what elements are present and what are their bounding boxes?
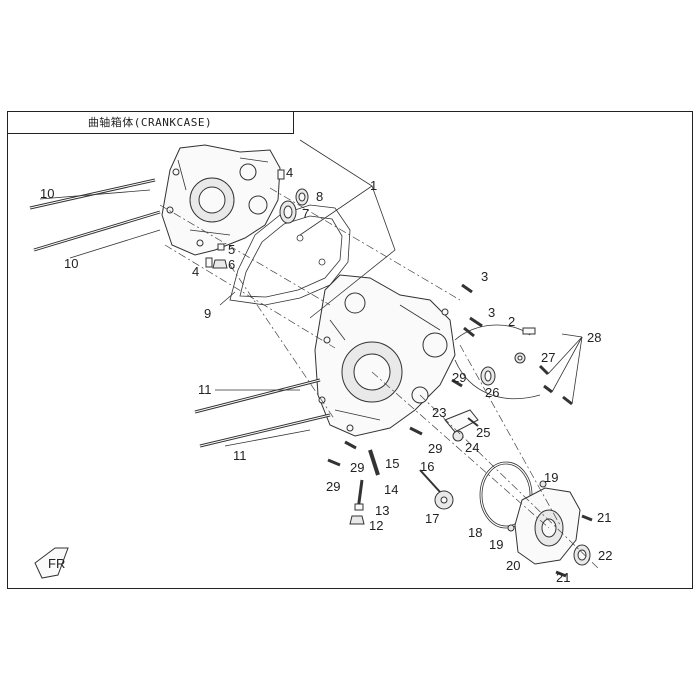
left-crankcase-half <box>161 144 281 256</box>
bearing <box>279 200 297 224</box>
callout-19a: 19 <box>544 470 558 485</box>
callout-27: 27 <box>541 350 555 365</box>
callout-14: 14 <box>384 482 398 497</box>
callout-21a: 21 <box>597 510 611 525</box>
cover-bolts <box>538 364 573 406</box>
callout-16: 16 <box>420 459 434 474</box>
callout-10a: 10 <box>40 186 54 201</box>
long-studs-lower <box>194 378 331 448</box>
dowel-pins <box>205 169 285 269</box>
callout-19b: 19 <box>489 537 503 552</box>
callout-29d: 29 <box>452 370 466 385</box>
callout-29b: 29 <box>350 460 364 475</box>
callout-15: 15 <box>385 456 399 471</box>
crankshaft-seal <box>480 366 496 386</box>
callout-25: 25 <box>476 425 490 440</box>
callout-4a: 4 <box>286 165 293 180</box>
bracket-assembly <box>444 409 479 442</box>
leader-lines <box>39 139 583 447</box>
callout-9: 9 <box>204 306 211 321</box>
callout-8: 8 <box>316 189 323 204</box>
callout-17: 17 <box>425 511 439 526</box>
fr-logo-text: FR <box>48 556 65 571</box>
crankcase-cover <box>507 480 581 565</box>
callout-11a: 11 <box>198 382 212 397</box>
callout-18: 18 <box>468 525 482 540</box>
callout-22: 22 <box>598 548 612 563</box>
callout-3b: 3 <box>488 305 495 320</box>
right-crankcase-half <box>314 274 456 437</box>
callout-10b: 10 <box>64 256 78 271</box>
callout-20: 20 <box>506 558 520 573</box>
callout-6: 6 <box>228 257 235 272</box>
callout-26: 26 <box>485 385 499 400</box>
callout-4b: 4 <box>192 264 199 279</box>
callout-23: 23 <box>432 405 446 420</box>
callout-21b: 21 <box>556 570 570 585</box>
long-studs-upper <box>29 178 161 252</box>
callout-12: 12 <box>369 518 383 533</box>
callout-7: 7 <box>302 206 309 221</box>
callout-1: 1 <box>370 178 377 193</box>
diagram-frame <box>7 111 693 589</box>
callout-29a: 29 <box>326 479 340 494</box>
callout-3a: 3 <box>481 269 488 284</box>
callout-24: 24 <box>465 440 479 455</box>
callout-29c: 29 <box>428 441 442 456</box>
callout-28: 28 <box>587 330 601 345</box>
hose-clamp <box>514 352 526 364</box>
crankcase-gasket <box>229 204 351 306</box>
fr-arrow-icon: FR <box>34 547 69 579</box>
callout-labels: 1 2 3 3 4 4 5 6 7 8 9 10 10 11 11 12 13 … <box>40 165 612 585</box>
callout-2: 2 <box>508 314 515 329</box>
diagram-title: 曲轴箱体(CRANKCASE) <box>7 111 294 134</box>
oil-strainer <box>349 449 380 525</box>
breather-hose <box>454 324 541 400</box>
callout-5: 5 <box>228 242 235 257</box>
assembly-centerlines <box>159 187 601 571</box>
bolts <box>461 283 483 338</box>
oil-pump-gear <box>419 469 454 510</box>
callout-13: 13 <box>375 503 389 518</box>
mounting-bolts <box>327 378 463 467</box>
cover-seal <box>573 544 591 566</box>
cover-screws <box>555 514 593 578</box>
callout-11b: 11 <box>233 448 247 463</box>
oil-seal <box>295 188 309 206</box>
